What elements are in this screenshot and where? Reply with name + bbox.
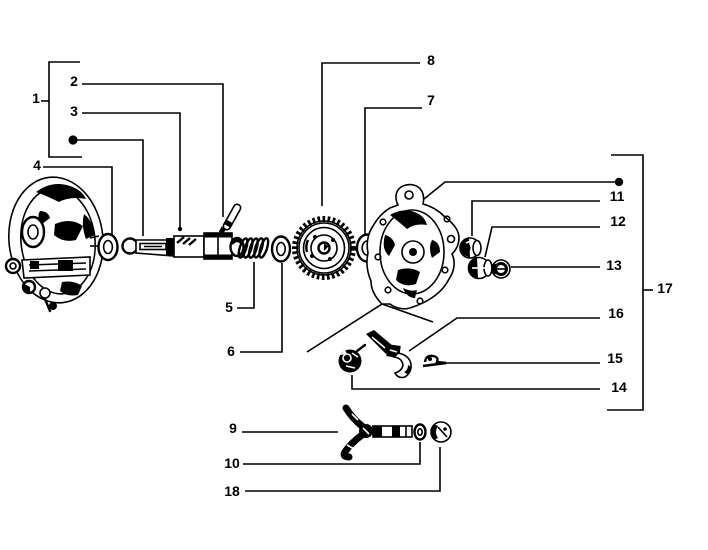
callout-13: 13 — [606, 257, 622, 273]
spring-part-5 — [237, 237, 270, 259]
pin-part-2 — [222, 203, 242, 231]
pin-tip-part-2 — [218, 226, 227, 235]
bullet-marker-right — [614, 177, 624, 187]
clutch-assembly-drawing — [4, 176, 105, 313]
bushing-part-12 — [467, 256, 493, 280]
bullet-marker-left — [68, 135, 78, 145]
callout-16: 16 — [608, 305, 624, 321]
crankcase-cover-drawing — [366, 183, 460, 310]
callout-8: 8 — [427, 52, 435, 68]
bracket-group-1 — [48, 61, 82, 158]
callout-3: 3 — [70, 103, 78, 119]
nut-part-18 — [430, 421, 452, 443]
callout-11: 11 — [609, 188, 625, 204]
callout-14: 14 — [611, 379, 627, 395]
nut-part-13 — [491, 259, 511, 279]
callout-9: 9 — [229, 420, 237, 436]
callout-6: 6 — [227, 343, 235, 359]
washer-part-6 — [270, 235, 292, 263]
lever-part-16 — [366, 330, 412, 379]
bracket-group-17 — [607, 154, 644, 411]
washer-part-10 — [413, 423, 427, 441]
clip-part-15 — [422, 354, 447, 368]
callout-leader-lines — [41, 61, 653, 492]
washer-part-4 — [97, 232, 119, 262]
callout-10: 10 — [224, 455, 240, 471]
callout-12: 12 — [610, 213, 626, 229]
callout-2: 2 — [70, 73, 78, 89]
callout-1: 1 — [32, 90, 40, 106]
ratchet-part-14 — [338, 343, 367, 373]
gear-part-8 — [292, 216, 356, 280]
callout-5: 5 — [225, 299, 233, 315]
bushing-part-11 — [459, 237, 482, 259]
callout-15: 15 — [607, 350, 623, 366]
callout-18: 18 — [224, 483, 240, 499]
shaft-assembly-drawing — [121, 232, 245, 260]
callout-7: 7 — [427, 92, 435, 108]
callout-4: 4 — [33, 157, 41, 173]
callout-17: 17 — [657, 280, 673, 296]
fork-part-9 — [340, 404, 413, 461]
